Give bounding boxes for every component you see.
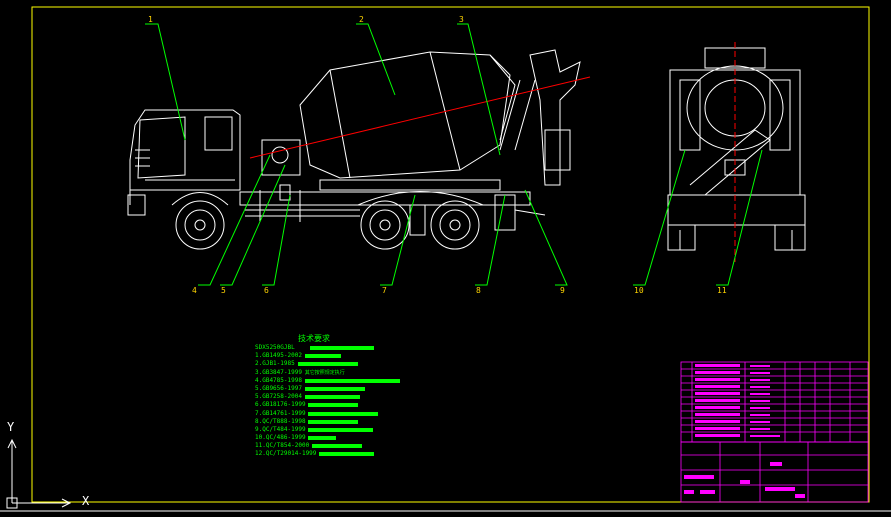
item-label: 9 <box>560 286 565 295</box>
item-label: 8 <box>476 286 481 295</box>
note-line-bar <box>312 444 362 449</box>
item-label: 11 <box>717 286 727 295</box>
note-line-bar <box>308 403 359 408</box>
item-label: 7 <box>382 286 387 295</box>
x-axis-label: X <box>82 494 90 508</box>
note-line-bar <box>308 419 359 424</box>
note-line-text: 8.QC/T888-1998 <box>255 417 306 425</box>
note-line: 5.GB9656-1997 <box>248 385 418 393</box>
note-line-text: 2.GJB1-1985 <box>255 360 295 368</box>
item-label: 2 <box>359 15 364 24</box>
note-line-bar <box>308 436 337 441</box>
note-line-text: 9.QC/T484-1999 <box>255 425 306 433</box>
note-line-text: 5.GB9656-1997 <box>255 384 302 392</box>
title-block <box>680 361 869 503</box>
note-line-text: SDX5250GJBL <box>255 344 295 351</box>
note-line-bar <box>310 346 374 350</box>
note-line-text: 1.GB1495-2002 <box>255 352 302 360</box>
item-label: 5 <box>221 286 226 295</box>
note-line: 2.GJB1-1985 <box>248 360 418 368</box>
drawing-frame <box>31 6 870 503</box>
truck-rear-view <box>667 47 806 251</box>
note-line-bar <box>297 362 358 367</box>
note-line: 8.QC/T888-1998 <box>248 418 418 426</box>
item-label: 10 <box>634 286 644 295</box>
note-line-bar <box>304 395 360 400</box>
center-lines <box>249 42 736 262</box>
item-label: 6 <box>264 286 269 295</box>
note-line: 11.QC/T854-2000 <box>248 442 418 450</box>
note-line: 1.GB1495-2002 <box>248 352 418 360</box>
note-extra-text: 其它按照规定执行 <box>304 369 345 376</box>
note-line: 9.QC/T484-1999 <box>248 426 418 434</box>
note-line: 4.GB4785-1998 <box>248 377 418 385</box>
note-line-text: 11.QC/T854-2000 <box>255 442 310 450</box>
item-labels: 1 2 3 4 5 6 7 8 9 10 11 <box>148 15 727 295</box>
note-line-bar <box>308 427 374 432</box>
note-line: 12.QC/T29014-1999 <box>248 450 418 458</box>
truck-side-view <box>127 49 581 250</box>
y-axis-label: Y <box>7 420 15 434</box>
note-line-text: 4.GB4785-1998 <box>255 376 302 384</box>
note-line: 6.GB18176-1999 <box>248 401 418 409</box>
note-line-text: 12.QC/T29014-1999 <box>255 450 317 458</box>
item-label: 1 <box>148 15 153 24</box>
note-line-text: 7.GB14761-1999 <box>255 409 306 417</box>
note-line: 7.GB14761-1999 <box>248 410 418 418</box>
note-line-bar <box>319 452 375 457</box>
title-block-fills <box>684 364 805 498</box>
item-label: 4 <box>192 286 197 295</box>
note-line-bar <box>304 386 365 391</box>
note-line-bar <box>304 354 341 359</box>
note-line-text: 5.GB7258-2004 <box>255 393 302 401</box>
ucs-icon <box>6 438 72 509</box>
note-line-text: 10.QC/486-1999 <box>255 434 306 442</box>
item-label: 3 <box>459 15 464 24</box>
note-line-bar <box>304 378 400 383</box>
note-line: 5.GB7258-2004 <box>248 393 418 401</box>
notes-title: 技术要求 <box>298 334 330 343</box>
note-line: 10.QC/486-1999 <box>248 434 418 442</box>
note-line: SDX5250GJBL <box>248 344 418 352</box>
note-line-text: 6.GB18176-1999 <box>255 401 306 409</box>
note-line-bar <box>308 411 379 416</box>
note-line-text: 3.GB3847-1999 <box>255 368 302 376</box>
leader-lines <box>145 23 763 286</box>
